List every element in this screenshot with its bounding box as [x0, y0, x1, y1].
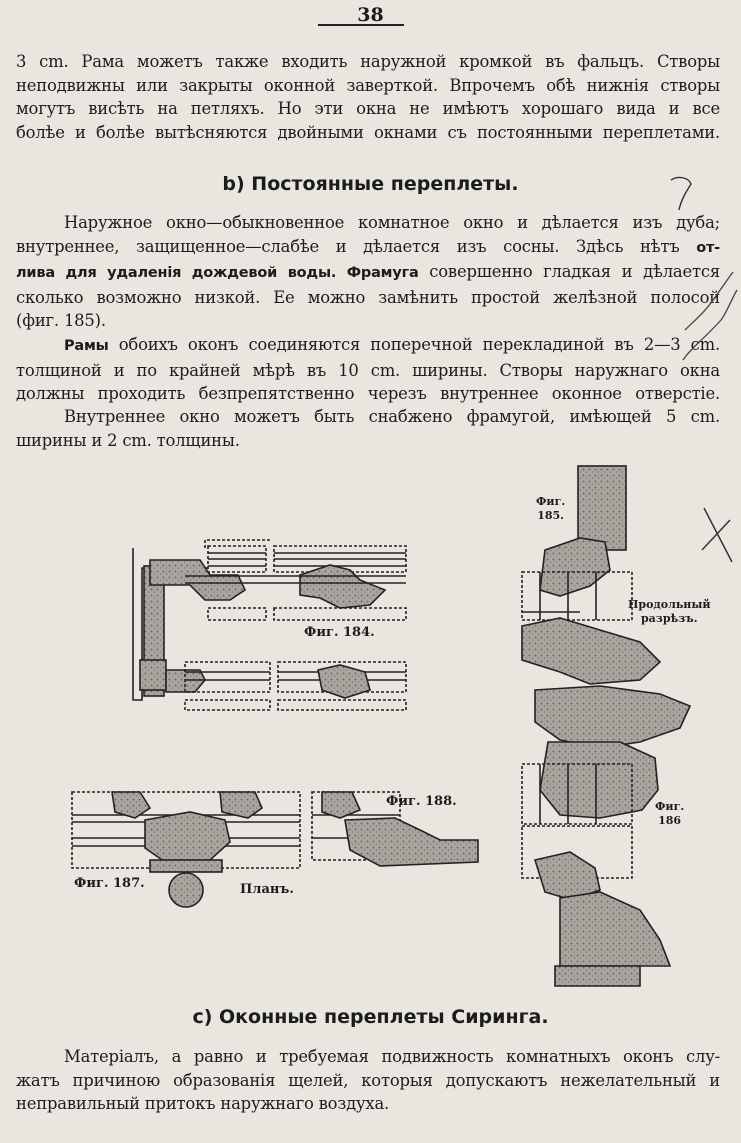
figures-drawing [71, 465, 692, 987]
paragraph-5-line-2: жатъ причиною образованія щелей, которыя… [16, 1070, 720, 1090]
paragraph-2-line-1: Наружное окно—обыкновенное комнатное окн… [64, 213, 720, 232]
paragraph-3-line-3: должны проходить безпрепятственно черезъ… [16, 384, 720, 403]
paragraph-2: Наружное окно—обыкновенное комнатное окн… [16, 211, 720, 333]
paragraph-3-line-2: толщиной и по крайней мѣрѣ въ 10 cm. шир… [16, 360, 720, 380]
page-number: 38 [357, 4, 384, 26]
paragraph-3-line-1-text: обоихъ оконъ соединяются поперечной пере… [108, 335, 720, 354]
paragraph-1-line-1: 3 cm. Рама можетъ также входить наружной… [16, 52, 720, 71]
heading-b: b) Постоянные переплеты. [222, 173, 519, 195]
paragraph-4: Внутреннее окно можетъ быть снабжено фра… [16, 405, 720, 452]
paragraph-2-line-4: сколько возможно низкой. Ее можно замѣни… [16, 287, 720, 307]
heading-c: c) Оконные переплеты Сиринга. [192, 1006, 549, 1028]
section-label: Продольный разрѣзъ. [628, 598, 711, 625]
paragraph-2-bold-b: лива для удаленія дождевой воды. Фрамуга [16, 265, 419, 281]
figure-184-drawing [132, 539, 407, 711]
figure-185-label: Фиг. 185. [536, 495, 566, 522]
plan-label: Планъ. [240, 882, 294, 897]
figure-188-drawing [311, 791, 479, 867]
paragraph-1-line-3: могутъ висѣть на петляхъ. Но эти окна не… [16, 99, 720, 118]
handwritten-cross-mark [701, 507, 733, 563]
top-rule [318, 24, 404, 26]
paragraph-3-line-1: Рамы обоихъ оконъ соединяются поперечной… [16, 333, 720, 359]
paragraph-2-line-5: (фиг. 185). [16, 311, 106, 330]
figure-187-drawing [71, 791, 301, 908]
paragraph-5-line-3: неправильный притокъ наружнаго воздуха. [16, 1094, 390, 1113]
paragraph-2-line-3-rest: совершенно гладкая и дѣлается [418, 262, 720, 281]
paragraph-2-line-3: лива для удаленія дождевой воды. Фрамуга… [16, 260, 720, 286]
paragraph-1-line-4: болѣе и болѣе вытѣсняются двойными окнам… [16, 122, 720, 142]
figure-186-label: Фиг. 186 [655, 800, 685, 827]
paragraph-4-line-2: ширины и 2 cm. толщины. [16, 430, 240, 450]
handwritten-margin-note [670, 176, 738, 361]
figure-185-186-drawing [521, 465, 692, 987]
paragraph-5: Матеріалъ, а равно и требуемая подвижнос… [16, 1045, 720, 1116]
paragraph-2-line-2-text: внутреннее, защищенное—слабѣе и дѣлается… [16, 236, 697, 256]
paragraph-2-bold-a: от- [696, 239, 720, 256]
figure-188-label: Фиг. 188. [386, 794, 457, 809]
figure-187-label: Фиг. 187. [74, 876, 145, 891]
paragraph-4-line-1: Внутреннее окно можетъ быть снабжено фра… [64, 407, 720, 426]
paragraph-3-bold-start: Рамы [64, 338, 109, 354]
paragraph-1-line-2: неподвижны или закрыты оконной заверткой… [16, 75, 720, 95]
paragraph-5-line-1: Матеріалъ, а равно и требуемая подвижнос… [64, 1047, 720, 1066]
paragraph-3: Рамы обоихъ оконъ соединяются поперечной… [16, 333, 720, 406]
paragraph-2-line-2: внутреннее, защищенное—слабѣе и дѣлается… [16, 235, 720, 261]
paragraph-1: 3 cm. Рама можетъ также входить наружной… [16, 50, 720, 144]
figure-184-label: Фиг. 184. [304, 625, 375, 640]
